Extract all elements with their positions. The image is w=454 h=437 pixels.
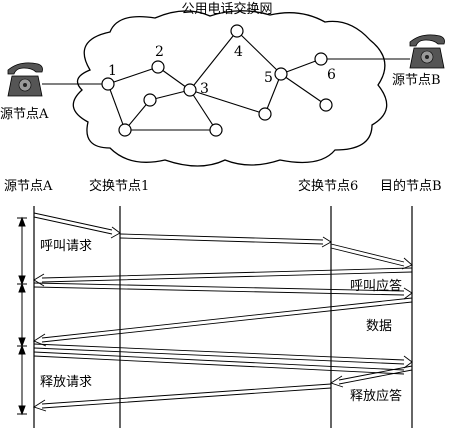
arrow-call-request-1-6 (119, 233, 332, 248)
link-3-4 (189, 30, 238, 91)
column-label-switch-1: 交换节点1 (89, 178, 149, 194)
message-label-data: 数据 (366, 319, 392, 334)
link-n8-3 (149, 89, 191, 101)
arrow-data-a-b (33, 282, 413, 300)
arrow-release-request-a-b (33, 343, 413, 369)
link-1-2 (107, 66, 159, 85)
node-7 (118, 123, 132, 137)
node-11 (319, 98, 333, 112)
arrow-release-request-a-b-2 (33, 351, 405, 375)
node-label-3: 3 (200, 81, 209, 97)
message-label-call-answer: 呼叫应答 (350, 278, 402, 294)
node-2 (151, 60, 165, 74)
source-node-a-label: 源节点A (0, 107, 49, 122)
link-5-6 (280, 58, 322, 75)
lifelines (33, 206, 413, 428)
arrow-release-answer-6-a (32, 383, 332, 412)
node-10 (258, 107, 272, 121)
column-label-dest-b: 目的节点B (380, 178, 442, 194)
node-1 (101, 77, 115, 91)
node-3 (183, 83, 197, 97)
network-cloud (72, 10, 388, 167)
arrow-call-answer-b-a (33, 267, 413, 287)
source-node-b-label: 源节点B (392, 73, 441, 88)
message-arrows (32, 212, 413, 412)
message-label-call-request: 呼叫请求 (40, 239, 92, 254)
arrow-data-b-a (33, 297, 413, 347)
column-label-source-a: 源节点A (4, 179, 53, 194)
phase-bracket (17, 216, 27, 416)
node-label-5: 5 (264, 70, 273, 86)
link-1-n7 (107, 83, 126, 131)
node-6 (314, 52, 328, 66)
node-8 (143, 93, 157, 107)
node-label-4: 4 (234, 44, 243, 60)
message-label-release-answer: 释放应答 (350, 388, 402, 404)
node-5 (274, 67, 288, 81)
network-links (42, 30, 410, 131)
arrow-call-request-6-b (330, 243, 413, 270)
column-label-switch-6: 交换节点6 (298, 178, 358, 194)
node-label-2: 2 (155, 44, 164, 60)
link-4-5 (236, 30, 282, 75)
message-label-release-request: 释放请求 (40, 375, 92, 390)
node-9 (209, 123, 223, 137)
node-4 (230, 24, 244, 38)
telephone-icon (7, 62, 43, 97)
link-n10-5 (264, 73, 282, 115)
node-label-1: 1 (108, 63, 117, 79)
link-3-n9 (189, 89, 217, 131)
link-3-n10 (189, 89, 266, 115)
network-title: 公用电话交换网 (181, 1, 272, 17)
arrow-call-request-a-1 (33, 212, 121, 239)
telephone-icon (409, 34, 445, 69)
network-nodes (101, 24, 333, 137)
link-5-n11 (280, 73, 327, 106)
arrow-release-answer-b-6 (329, 365, 413, 388)
node-label-6: 6 (327, 67, 336, 83)
